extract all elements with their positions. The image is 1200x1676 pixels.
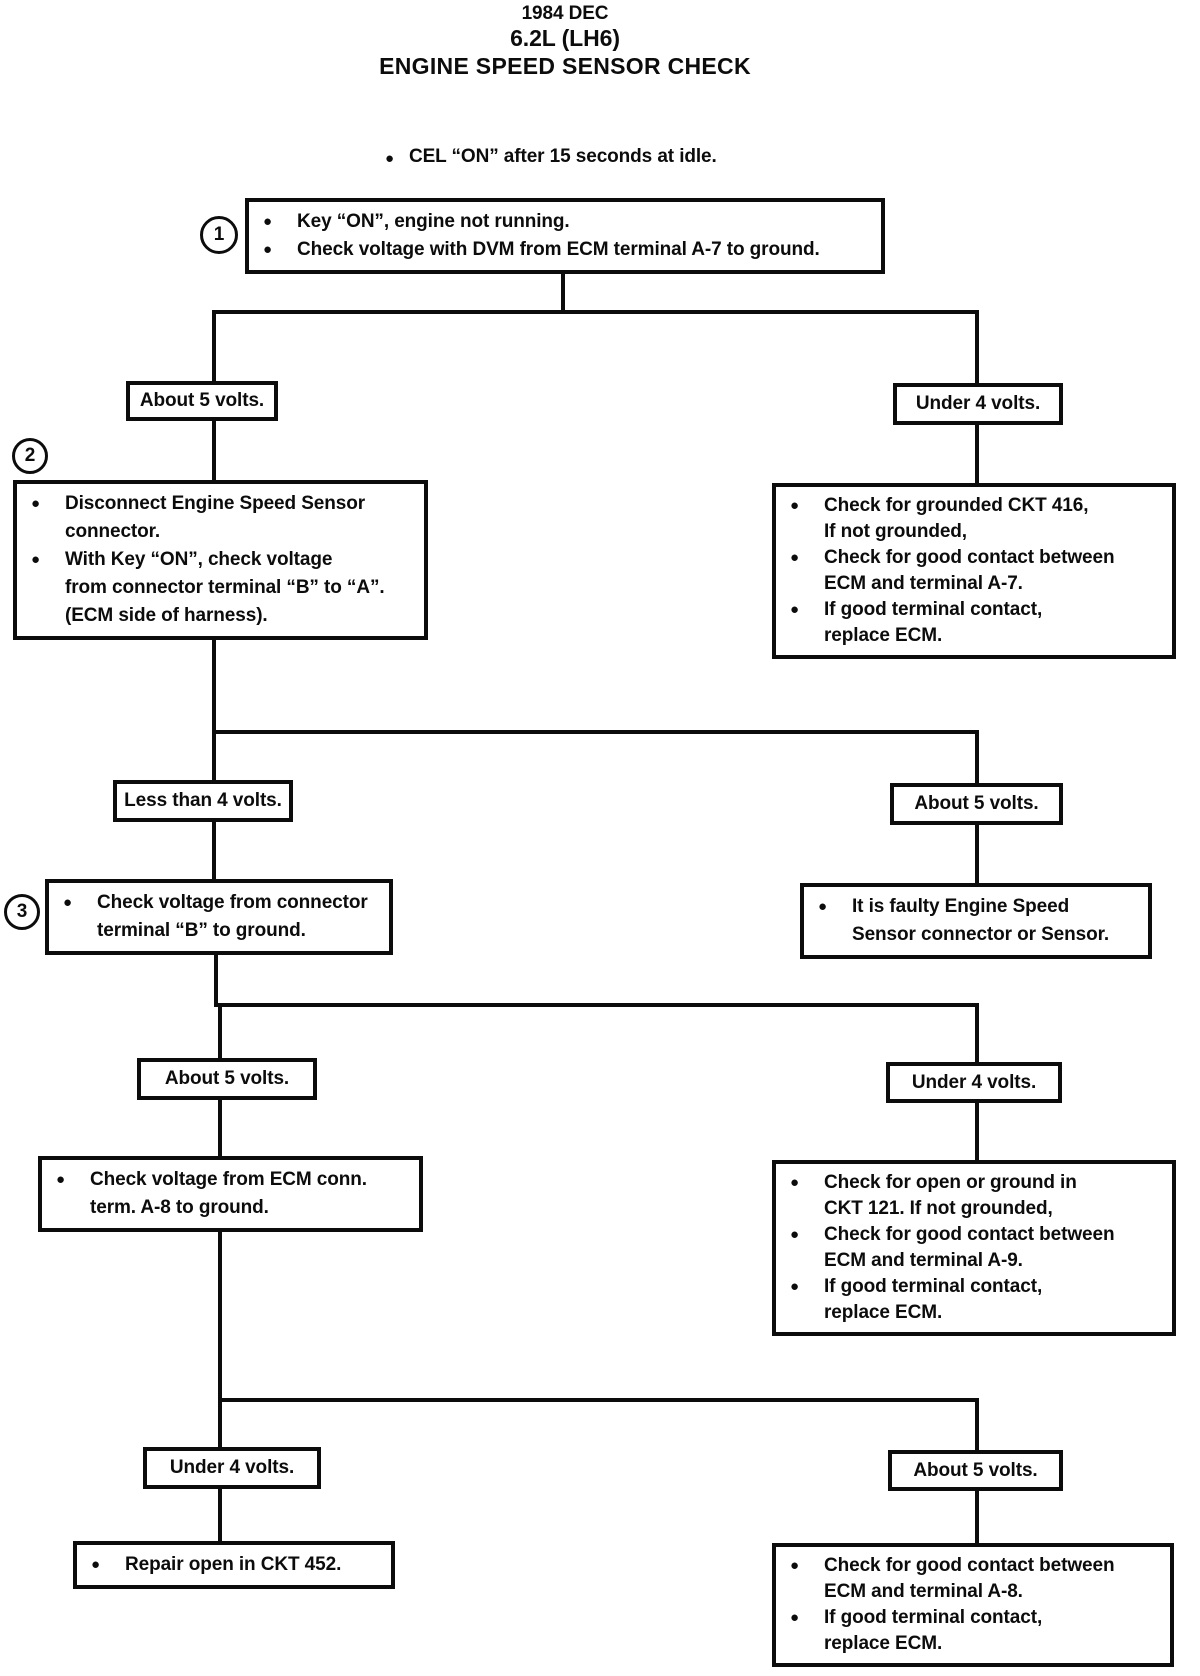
bullet-item: ● Check for good contact between ECM and… (788, 1222, 1160, 1274)
bullet-item: ● Check for good contact between ECM and… (788, 545, 1160, 597)
flow-box-step2: ● Disconnect Engine Speed Sensor connect… (13, 480, 428, 640)
decision-label-branch2-right: About 5 volts. (890, 783, 1063, 825)
bullet-text: Check voltage from ECM conn. term. A-8 t… (90, 1169, 367, 1218)
bullet-icon: ● (385, 150, 394, 167)
bullet-item: ● Check voltage with DVM from ECM termin… (261, 236, 869, 264)
decision-label-branch3-right: Under 4 volts. (886, 1062, 1062, 1103)
bullet-icon: ● (790, 1278, 799, 1295)
bullet-text: Disconnect Engine Speed Sensor connector… (65, 493, 366, 542)
title-year: 1984 DEC (521, 3, 609, 24)
flow-box-ecm-a8-check: ● Check voltage from ECM conn. term. A-8… (38, 1156, 423, 1232)
flow-box-repair-ckt452: ● Repair open in CKT 452. (73, 1541, 395, 1589)
bullet-text: It is faulty Engine Speed Sensor connect… (852, 896, 1110, 945)
flow-box-faulty-sensor: ● It is faulty Engine Speed Sensor conne… (800, 883, 1152, 959)
bullet-item: ● Check for good contact between ECM and… (788, 1553, 1158, 1605)
bullet-item: ● If good terminal contact, replace ECM. (788, 597, 1160, 649)
bullet-item: ● It is faulty Engine Speed Sensor conne… (816, 893, 1136, 949)
bullet-icon: ● (790, 549, 799, 566)
bullet-text: Check for good contact between ECM and t… (824, 1555, 1115, 1602)
decision-label-branch3-left: About 5 volts. (137, 1058, 317, 1100)
bullet-item: ● Check for grounded CKT 416, If not gro… (788, 493, 1160, 545)
bullet-icon: ● (790, 1609, 799, 1626)
bullet-icon: ● (790, 1174, 799, 1191)
connector-line (214, 1003, 979, 1007)
connector-line (212, 730, 979, 734)
connector-line (561, 264, 565, 312)
bullet-item: ● With Key “ON”, check voltage from conn… (29, 546, 412, 630)
bullet-icon: ● (31, 495, 40, 512)
connector-line (218, 1398, 979, 1402)
decision-label-branch2-left: Less than 4 volts. (113, 780, 293, 822)
bullet-text: If good terminal contact, replace ECM. (824, 599, 1043, 646)
bullet-icon: ● (790, 1557, 799, 1574)
bullet-text: If good terminal contact, replace ECM. (824, 1276, 1043, 1323)
bullet-icon: ● (91, 1556, 100, 1573)
bullet-item: ● Key “ON”, engine not running. (261, 208, 869, 236)
decision-label-branch4-left: Under 4 volts. (143, 1447, 321, 1489)
flow-box-ckt121: ● Check for open or ground in CKT 121. I… (772, 1160, 1176, 1336)
bullet-text: Key “ON”, engine not running. (297, 211, 570, 232)
bullet-text: With Key “ON”, check voltage from connec… (65, 549, 385, 626)
step-marker-1: 1 (200, 216, 238, 254)
connector-line (212, 628, 216, 888)
connector-line (218, 1226, 222, 1402)
bullet-icon: ● (56, 1171, 65, 1188)
bullet-text: Repair open in CKT 452. (125, 1554, 342, 1575)
step-marker-3: 3 (4, 894, 40, 930)
connector-line (212, 310, 979, 314)
bullet-item: ● Disconnect Engine Speed Sensor connect… (29, 490, 412, 546)
bullet-text: Check voltage with DVM from ECM terminal… (297, 239, 820, 260)
decision-label-branch1-right: Under 4 volts. (893, 383, 1063, 425)
bullet-item: ● Check for open or ground in CKT 121. I… (788, 1170, 1160, 1222)
bullet-text: Check for good contact between ECM and t… (824, 547, 1115, 594)
bullet-item: ● Check voltage from connector terminal … (61, 889, 377, 945)
flow-box-ckt416: ● Check for grounded CKT 416, If not gro… (772, 483, 1176, 659)
connector-line (214, 947, 218, 1007)
bullet-icon: ● (263, 213, 272, 230)
bullet-icon: ● (263, 241, 272, 258)
bullet-text: Check for grounded CKT 416, If not groun… (824, 495, 1089, 542)
step-marker-2: 2 (12, 438, 48, 474)
page-title: 1984 DEC 6.2L (LH6) ENGINE SPEED SENSOR … (245, 2, 885, 80)
intro-bullet: ● CEL “ON” after 15 seconds at idle. (383, 146, 717, 171)
bullet-item: ● If good terminal contact, replace ECM. (788, 1605, 1158, 1657)
bullet-text: Check voltage from connector terminal “B… (97, 892, 368, 941)
bullet-icon: ● (63, 894, 72, 911)
decision-label-branch4-right: About 5 volts. (888, 1450, 1063, 1491)
title-engine: 6.2L (LH6) (510, 25, 620, 51)
intro-text: CEL “ON” after 15 seconds at idle. (408, 146, 717, 167)
bullet-item: ● Check voltage from ECM conn. term. A-8… (54, 1166, 407, 1222)
bullet-item: ● Repair open in CKT 452. (89, 1551, 379, 1579)
title-procedure: ENGINE SPEED SENSOR CHECK (379, 53, 751, 79)
flow-box-step1: ● Key “ON”, engine not running. ● Check … (245, 198, 885, 274)
decision-label-branch1-left: About 5 volts. (126, 381, 278, 421)
bullet-icon: ● (790, 497, 799, 514)
flow-box-step3: ● Check voltage from connector terminal … (45, 879, 393, 955)
bullet-item: ● If good terminal contact, replace ECM. (788, 1274, 1160, 1326)
bullet-icon: ● (790, 601, 799, 618)
bullet-text: Check for good contact between ECM and t… (824, 1224, 1115, 1271)
flow-box-final-a8: ● Check for good contact between ECM and… (772, 1543, 1174, 1667)
bullet-text: Check for open or ground in CKT 121. If … (824, 1172, 1077, 1219)
bullet-icon: ● (31, 551, 40, 568)
bullet-icon: ● (818, 898, 827, 915)
bullet-text: If good terminal contact, replace ECM. (824, 1607, 1043, 1654)
bullet-icon: ● (790, 1226, 799, 1243)
